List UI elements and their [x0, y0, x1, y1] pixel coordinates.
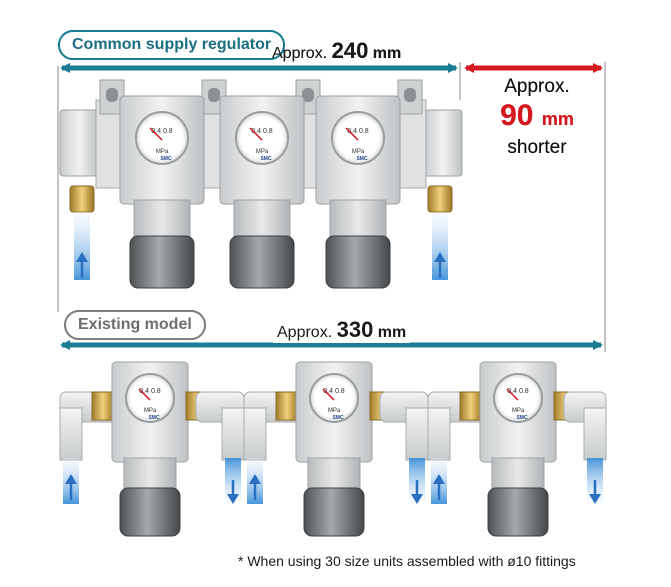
gauge-unit: MPa	[144, 408, 157, 414]
gauge-needle	[138, 388, 151, 401]
footnote: * When using 30 size units assembled wit…	[238, 553, 576, 569]
flow-up-arrow	[433, 474, 445, 484]
reduction-callout-overlay: Approx. 90 mm shorter	[500, 76, 574, 158]
existing-model-assembly: 0.4 0.8 MPa SMC 0.4 0.8 MPa SMC	[59, 361, 607, 537]
flow-up-arrow	[249, 474, 261, 484]
bracket-slot	[302, 88, 314, 102]
gauge-needle	[249, 127, 263, 141]
reduction-callout: Approx. 90 mm shorter	[500, 76, 574, 158]
gauge-scale: 0.4 0.8	[507, 388, 529, 395]
bottom-dimension-text-overlay: Approx. 330 mm	[273, 317, 411, 343]
pressure-gauge	[235, 111, 289, 165]
brass-fitting-left	[69, 185, 95, 213]
gauge-unit: MPa	[512, 408, 525, 414]
adjust-knob	[229, 235, 295, 289]
right-end-block	[423, 109, 463, 177]
existing-model-label-overlay: Existing model	[64, 310, 206, 340]
gauge-needle	[149, 127, 163, 141]
gauge-scale: 0.4 0.8	[139, 388, 161, 395]
left-end-block	[59, 109, 99, 177]
gauge-needle	[322, 388, 335, 401]
top-dimension-text-overlay: Approx. 240 mm	[272, 38, 402, 63]
gauge-unit: MPa	[352, 149, 365, 155]
regulator-unit-1: 0.4 0.8 MPa SMC	[119, 95, 205, 289]
gauge-unit: MPa	[328, 408, 341, 414]
existing-unit-3: 0.4 0.8 MPa SMC	[427, 361, 607, 537]
bracket-slot	[404, 88, 416, 102]
brass-fitting	[275, 391, 299, 421]
gauge-unit: MPa	[156, 149, 169, 155]
pressure-gauge	[125, 373, 175, 423]
common-supply-assembly: 0.4 0.8 MPa SMC 0.4 0.8 MPa SMC 0.4 0.8 …	[59, 79, 463, 289]
adjust-knob	[129, 235, 195, 289]
brass-fitting	[91, 391, 115, 421]
brand-logo: SMC	[356, 156, 368, 162]
gauge-scale: 0.4 0.8	[323, 388, 345, 395]
flow-down-arrow	[589, 494, 601, 504]
gauge-needle	[345, 127, 359, 141]
thread-neck	[123, 457, 177, 493]
gauge-unit: MPa	[256, 149, 269, 155]
brand-logo: SMC	[148, 415, 160, 421]
brass-fitting	[459, 391, 483, 421]
gauge-scale: 0.4 0.8	[151, 128, 173, 135]
top-dimension-text: Approx. 240 mm	[272, 38, 402, 63]
adjust-knob	[303, 487, 365, 537]
pressure-gauge	[493, 373, 543, 423]
regulator-unit-3: 0.4 0.8 MPa SMC	[315, 95, 401, 289]
pressure-gauge	[309, 373, 359, 423]
common-supply-regulator-label-overlay: Common supply regulator	[58, 30, 286, 60]
gauge-scale: 0.4 0.8	[251, 128, 273, 135]
thread-neck	[133, 199, 191, 243]
supply-tube-right	[432, 212, 448, 280]
adjust-knob	[487, 487, 549, 537]
brand-logo: SMC	[332, 415, 344, 421]
flow-up-arrow	[65, 474, 77, 484]
adjust-knob	[119, 487, 181, 537]
flow-up-arrow	[76, 252, 88, 262]
flow-up-arrow	[434, 252, 446, 262]
pressure-gauge	[331, 111, 385, 165]
regulator-unit-2: 0.4 0.8 MPa SMC	[219, 95, 305, 289]
gauge-needle	[506, 388, 519, 401]
brand-logo: SMC	[260, 156, 272, 162]
thread-neck	[307, 457, 361, 493]
thread-neck	[491, 457, 545, 493]
flow-down-arrow	[227, 494, 239, 504]
bracket-slot	[208, 88, 220, 102]
existing-unit-2: 0.4 0.8 MPa SMC	[243, 361, 429, 537]
flow-down-arrow	[411, 494, 423, 504]
adjust-knob	[325, 235, 391, 289]
bracket-slot	[106, 88, 118, 102]
brass-fitting-right	[427, 185, 453, 213]
brand-logo: SMC	[516, 415, 528, 421]
pressure-gauge	[135, 111, 189, 165]
supply-tube-left	[74, 212, 90, 280]
thread-neck	[329, 199, 387, 243]
brand-logo: SMC	[160, 156, 172, 162]
gauge-scale: 0.4 0.8	[347, 128, 369, 135]
existing-unit-1: 0.4 0.8 MPa SMC	[59, 361, 245, 537]
